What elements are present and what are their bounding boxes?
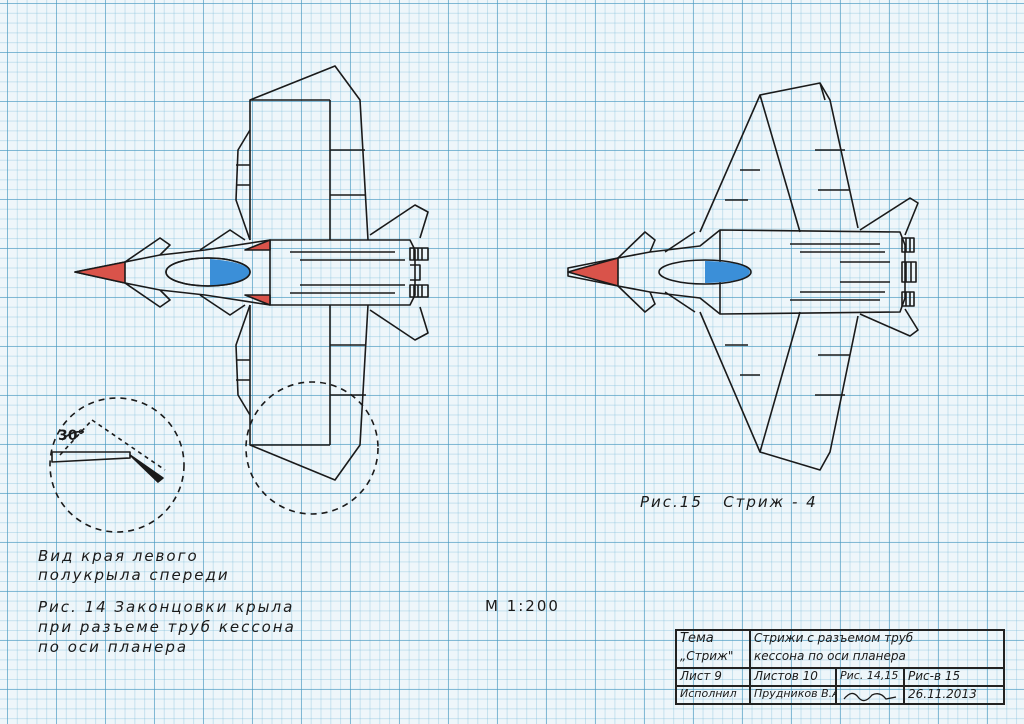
- scale-label: М 1:200: [485, 597, 560, 615]
- wingtip-detail-fig14: [49, 397, 185, 533]
- tb-description-line2: кессона по оси планера: [754, 649, 906, 663]
- tb-author-name: Прудников В.А.: [754, 687, 835, 700]
- signature-icon: [843, 692, 897, 702]
- tb-divider: [903, 667, 905, 705]
- figure14-title-line1: Рис. 14 Законцовки крыла: [38, 598, 295, 616]
- tb-figure-count: Рис-в 15: [908, 669, 961, 683]
- title-block: Тема „Стриж" Стрижи с разъемом труб кесс…: [675, 629, 1005, 705]
- tb-sheets-total: Листов 10: [754, 669, 818, 683]
- aircraft-fig15: [567, 82, 919, 471]
- tb-theme-label: Тема: [680, 631, 714, 646]
- angle-label: 30°: [58, 428, 85, 444]
- tb-sheet-label: Лист 9: [680, 669, 722, 683]
- tb-description-line1: Стрижи с разъемом труб: [754, 631, 914, 645]
- aircraft-fig14: [74, 65, 429, 515]
- tb-signature: [837, 687, 903, 705]
- figure14-title-line2: при разъеме труб кессона: [38, 618, 296, 636]
- figure14-title-line3: по оси планера: [38, 638, 189, 656]
- tb-figures: Рис. 14,15: [840, 669, 899, 682]
- tb-date: 26.11.2013: [908, 687, 977, 701]
- tb-divider: [677, 685, 1003, 687]
- figure14-caption-line2: полукрыла спереди: [38, 566, 230, 584]
- tb-divider: [835, 667, 837, 705]
- tb-author-label: Исполнил: [680, 687, 737, 700]
- tb-divider: [677, 667, 1003, 669]
- figure14-caption-line1: Вид края левого: [38, 547, 199, 565]
- figure15-title: Рис.15 Стриж - 4: [640, 493, 818, 511]
- tb-theme-value: „Стриж": [680, 649, 734, 663]
